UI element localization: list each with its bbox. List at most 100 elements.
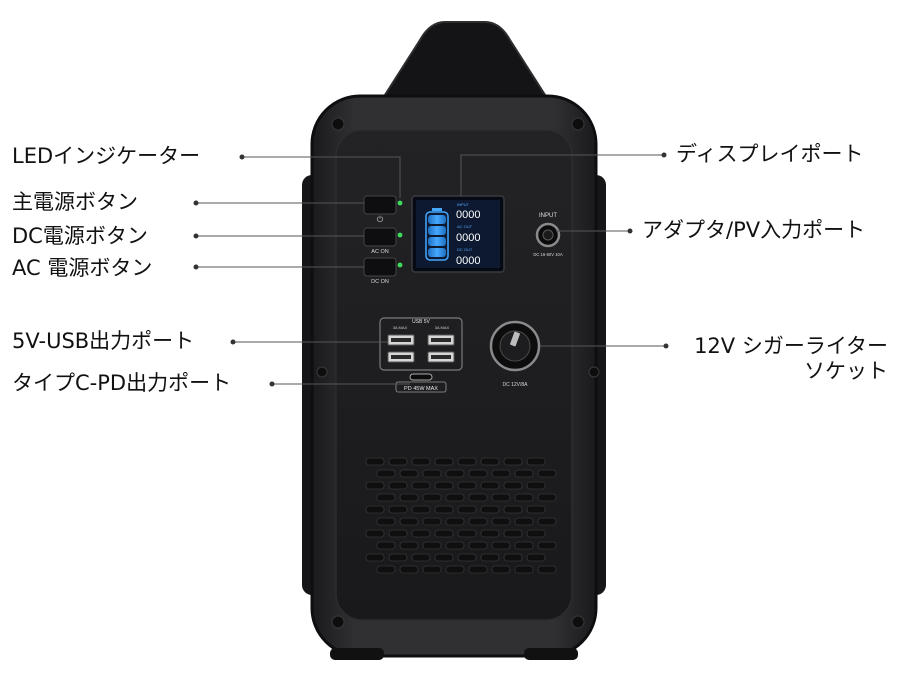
vent-slot (445, 517, 465, 526)
label-cigar-socket-line2: ソケット (804, 359, 888, 384)
vent-slot (480, 457, 500, 466)
vent-slot (491, 517, 511, 526)
vent-slot (376, 541, 396, 550)
dc-on-label: DC ON (371, 279, 389, 285)
screw (571, 117, 585, 131)
dc-power-button[interactable] (363, 257, 397, 277)
vent-slot (434, 529, 454, 538)
label-cigar-socket: 12V シガーライター ソケット (694, 334, 888, 384)
label-cigar-socket-line1: 12V シガーライター (694, 334, 888, 358)
vent-grille (365, 457, 557, 574)
usb-max-left: 3A MAX (393, 325, 408, 330)
vent-slot (503, 529, 523, 538)
vent-slot (411, 529, 431, 538)
vent-slot (445, 565, 465, 574)
screw (331, 117, 345, 131)
vent-slot (468, 517, 488, 526)
label-adapter-pv-input-port: アダプタ/PV入力ポート (642, 218, 866, 242)
vent-slot (411, 481, 431, 490)
pd-label: PD 45W MAX (404, 386, 438, 392)
vent-slot (503, 481, 523, 490)
label-dc-power-button: DC電源ボタン (12, 224, 148, 248)
screw (316, 366, 328, 378)
vent-slot (434, 505, 454, 514)
vent-slot (503, 457, 523, 466)
vent-slot (399, 565, 419, 574)
vent-slot (537, 541, 557, 550)
callout-line-display (460, 154, 662, 196)
vent-slot (399, 469, 419, 478)
typec-pd-port[interactable] (409, 373, 433, 381)
vent-slot (445, 469, 465, 478)
vent-slot (468, 493, 488, 502)
vent-slot (537, 565, 557, 574)
display-dc-label: DC OUT (457, 247, 473, 252)
vent-slot (422, 565, 442, 574)
vent-slot (491, 541, 511, 550)
vent-slot (422, 517, 442, 526)
vent-slot (468, 541, 488, 550)
vent-slot (445, 541, 465, 550)
display-input-label: INPUT (457, 202, 470, 207)
input-label: INPUT (539, 213, 557, 219)
vent-slot (376, 493, 396, 502)
vent-slot (388, 505, 408, 514)
vent-slot (445, 493, 465, 502)
vent-slot (514, 493, 534, 502)
vent-slot (526, 457, 546, 466)
battery-icon (425, 208, 449, 261)
vent-slot (457, 553, 477, 562)
vent-slot (365, 505, 385, 514)
vent-slot (491, 469, 511, 478)
display-input-value: 0000 (456, 209, 480, 221)
vent-slot (514, 565, 534, 574)
vent-slot (514, 541, 534, 550)
vent-slot (514, 469, 534, 478)
vent-slot (468, 469, 488, 478)
ac-power-button[interactable] (363, 227, 397, 247)
vent-slot (365, 481, 385, 490)
vent-slot (537, 517, 557, 526)
callout-line-led (244, 156, 401, 198)
label-usb-output-port: 5V-USB出力ポート (12, 329, 195, 353)
vent-slot (365, 529, 385, 538)
vent-slot (411, 553, 431, 562)
vent-slot (365, 553, 385, 562)
vent-slot (491, 565, 511, 574)
usb-label: USB 5V (412, 319, 430, 325)
vent-slot (480, 529, 500, 538)
vent-slot (468, 565, 488, 574)
vent-slot (537, 469, 557, 478)
main-power-button[interactable] (363, 195, 397, 215)
callout-lines (196, 154, 664, 385)
ac-on-label: AC ON (371, 249, 388, 255)
vent-slot (526, 529, 546, 538)
vent-slot (411, 505, 431, 514)
vent-slot (480, 553, 500, 562)
screw (331, 615, 345, 629)
label-typec-pd-port: タイプC-PD出力ポート (12, 371, 232, 395)
led-indicator-main (397, 200, 403, 206)
input-port-center (542, 229, 554, 241)
pd-label-frame (395, 381, 447, 393)
vent-slot (376, 565, 396, 574)
vent-slot (376, 517, 396, 526)
vent-slot (399, 493, 419, 502)
vent-slot (457, 505, 477, 514)
socket-contact (510, 331, 520, 347)
vent-slot (503, 553, 523, 562)
led-indicator-dc (397, 262, 403, 268)
usb-max-right: 3A MAX (435, 325, 450, 330)
vent-slot (388, 529, 408, 538)
vent-slot (399, 541, 419, 550)
label-main-power-button: 主電源ボタン (12, 190, 138, 214)
label-display-port: ディスプレイポート (676, 142, 864, 166)
vent-slot (457, 529, 477, 538)
label-ac-power-button: AC 電源ボタン (12, 256, 153, 280)
display-ac-value: 0000 (456, 232, 480, 244)
usb-port-frame (379, 317, 463, 371)
vent-slot (526, 481, 546, 490)
vent-slot (422, 541, 442, 550)
vent-slot (491, 493, 511, 502)
